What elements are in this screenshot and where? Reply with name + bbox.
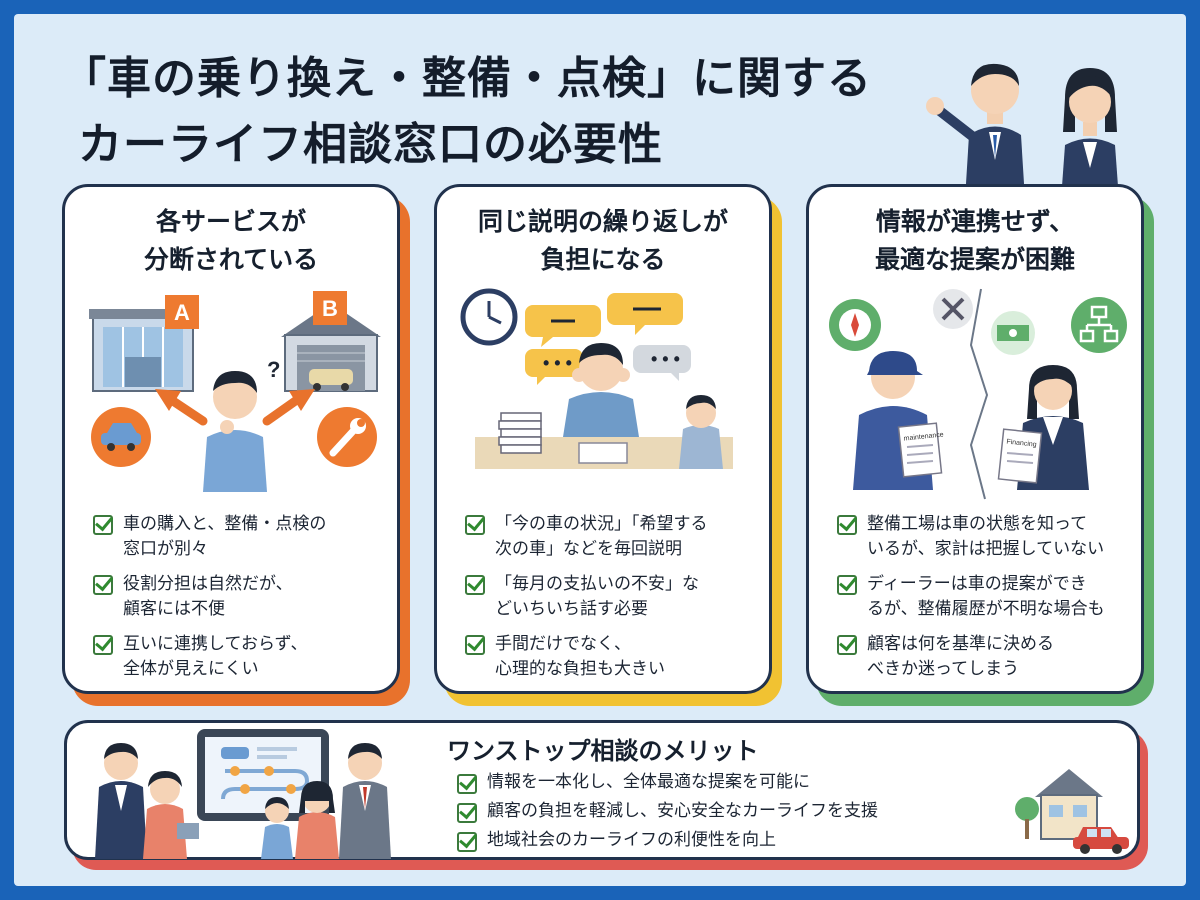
- badge-b: B: [313, 291, 347, 325]
- red-car-icon: [1073, 827, 1129, 854]
- checkbox-icon: [465, 515, 485, 535]
- check-item: 手間だけでなく、心理的な負担も大きい: [465, 632, 765, 682]
- card2-checklist: 「今の車の状況」「希望する次の車」などを毎回説明 「毎月の支払いの不安」などいち…: [465, 512, 765, 692]
- male-consultant: [926, 63, 1025, 200]
- house-car-illustration: [1015, 769, 1129, 854]
- merit-item: 地域社会のカーライフの利便性を向上: [457, 829, 878, 852]
- check-item: 「今の車の状況」「希望する次の車」などを毎回説明: [465, 512, 765, 562]
- card3-checklist: 整備工場は車の状態を知っているが、家計は把握していない ディーラーは車の提案がで…: [837, 512, 1137, 692]
- card-info-not-linked: 情報が連携せず、 最適な提案が困難: [806, 184, 1144, 694]
- check-item: 役割分担は自然だが、顧客には不便: [93, 572, 393, 622]
- document: [578, 442, 628, 464]
- female-staff: [143, 771, 199, 859]
- badge-a: A: [165, 295, 199, 329]
- checkbox-icon: [457, 803, 477, 823]
- speech-bubble-icon: • • • • • •: [525, 293, 691, 385]
- svg-text:• • •: • • •: [543, 353, 572, 373]
- card3-title: 情報が連携せず、 最適な提案が困難: [874, 207, 1075, 274]
- check-item: ディーラーは車の提案ができるが、整備履歴が不明な場合も: [837, 572, 1137, 622]
- family-consultation-illustration: [95, 729, 391, 859]
- merit-item: 情報を一本化し、全体最適な提案を可能に: [457, 771, 878, 794]
- family-mother: [295, 781, 339, 859]
- check-item: 互いに連携しておらず、全体が見えにくい: [93, 632, 393, 682]
- svg-text:?: ?: [267, 357, 280, 382]
- female-consultant: [1061, 68, 1119, 200]
- divider-crack: [969, 288, 989, 500]
- arrow-left-icon: [155, 389, 208, 426]
- tree-icon: [1015, 797, 1039, 839]
- checkbox-icon: [465, 575, 485, 595]
- checkbox-icon: [465, 635, 485, 655]
- clock-icon: [460, 288, 518, 346]
- checkbox-icon: [93, 515, 113, 535]
- garage-icon: [281, 303, 381, 392]
- merit-checklist: 情報を一本化し、全体最適な提案を可能に 顧客の負担を軽減し、安心安全なカーライフ…: [457, 771, 878, 858]
- family-father: [339, 743, 391, 859]
- checkbox-icon: [837, 635, 857, 655]
- dealership-building-icon: [89, 309, 197, 392]
- check-item: 「毎月の支払いの不安」などいちいち話す必要: [465, 572, 765, 622]
- page-title-line1: 「車の乗り換え・整備・点検」に関する: [62, 53, 872, 104]
- checkbox-icon: [457, 832, 477, 852]
- paper-stack-icon: [498, 412, 542, 454]
- stressed-person: [563, 343, 639, 437]
- checkbox-icon: [93, 635, 113, 655]
- confused-person: ?: [203, 357, 280, 492]
- merit-title: ワンストップ相談のメリット: [447, 737, 759, 765]
- card-service-fragmentation: 各サービスが 分断されている A B: [62, 184, 400, 694]
- check-item: 整備工場は車の状態を知っているが、家計は把握していない: [837, 512, 1137, 562]
- wrench-icon: [317, 407, 377, 467]
- svg-text:maintenance: maintenance: [903, 431, 944, 442]
- card1-checklist: 車の購入と、整備・点検の窓口が別々 役割分担は自然だが、顧客には不便 互いに連携…: [93, 512, 393, 692]
- check-item: 車の購入と、整備・点検の窓口が別々: [93, 512, 393, 562]
- family-child: [261, 797, 293, 859]
- arrow-right-icon: [262, 389, 315, 426]
- page-title-line2: カーライフ相談窓口の必要性: [78, 119, 663, 170]
- car-icon: [91, 407, 151, 467]
- check-item: 顧客は何を基準に決めるべきか迷ってしまう: [837, 632, 1137, 682]
- mechanic: maintenance: [853, 351, 944, 490]
- merit-panel: ワンストップ相談のメリット 情報を一本化し、全体最適な提案を可能に 顧客の負担を…: [64, 720, 1140, 860]
- compass-icon: [829, 299, 881, 351]
- money-icon: [991, 311, 1035, 355]
- checkbox-icon: [93, 575, 113, 595]
- card2-title: 同じ説明の繰り返しが 負担になる: [477, 207, 728, 274]
- checkbox-icon: [457, 774, 477, 794]
- checkbox-icon: [837, 515, 857, 535]
- flowchart-icon: [1071, 297, 1127, 353]
- card-repeated-explanation: 同じ説明の繰り返しが 負担になる • • • • • •: [434, 184, 772, 694]
- child: [679, 395, 723, 469]
- male-staff: [95, 743, 147, 859]
- card3-illustration: maintenance Financing: [829, 288, 1127, 500]
- card1-illustration: A B ?: [89, 291, 381, 492]
- svg-text:Financing: Financing: [1006, 439, 1037, 449]
- merit-item: 顧客の負担を軽減し、安心安全なカーライフを支援: [457, 800, 878, 823]
- financing-advisor: Financing: [997, 365, 1089, 490]
- checkbox-icon: [837, 575, 857, 595]
- tools-icon: [933, 289, 973, 329]
- card2-illustration: • • • • • •: [460, 288, 733, 469]
- svg-text:• • •: • • •: [651, 349, 680, 369]
- svg-text:B: B: [322, 296, 338, 321]
- card1-title: 各サービスが 分断されている: [143, 207, 319, 274]
- svg-text:A: A: [174, 300, 190, 325]
- consultants-illustration: [926, 63, 1119, 200]
